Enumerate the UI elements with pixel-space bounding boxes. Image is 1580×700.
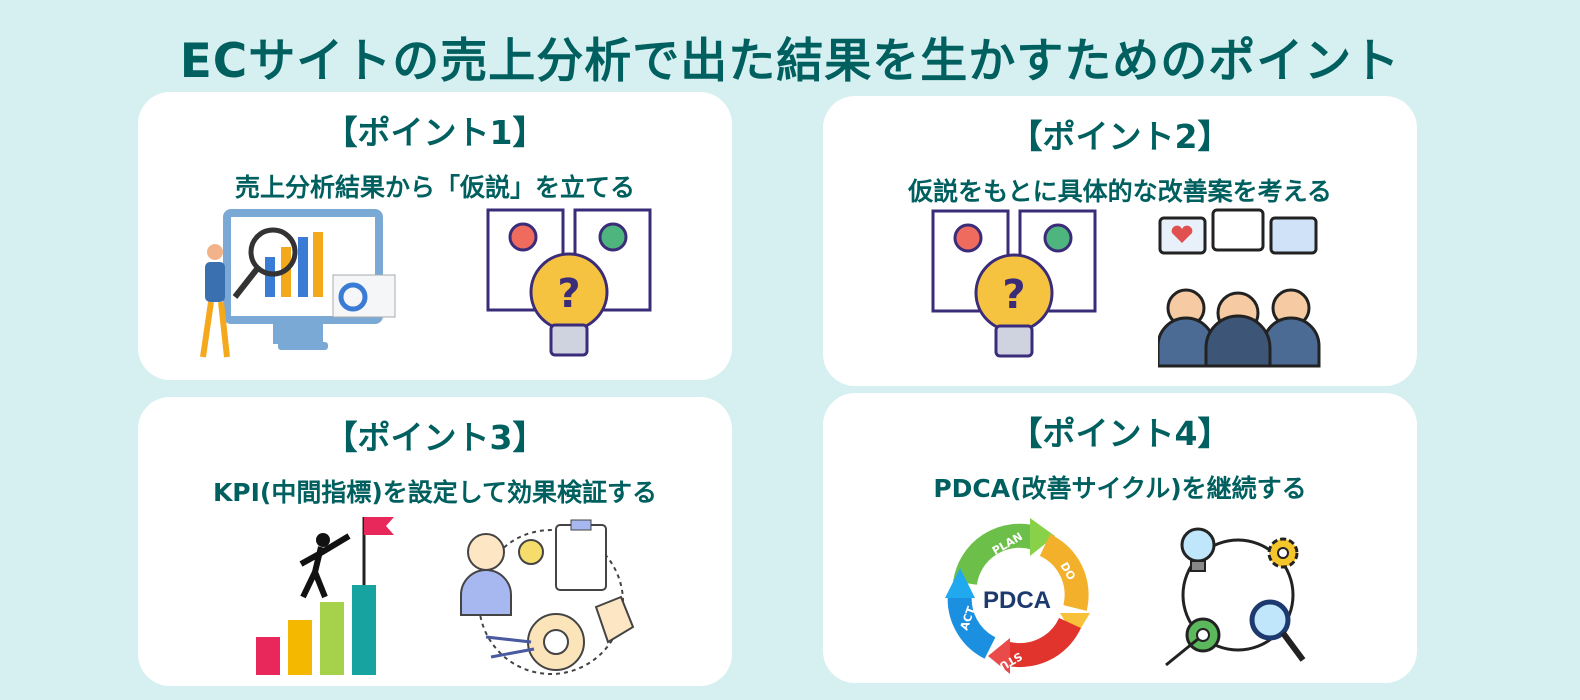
analysis-monitor-illustration (200, 209, 396, 358)
pdca-center-label: PDCA (983, 587, 1051, 614)
point-label: 【ポイント2】 (1009, 117, 1231, 156)
pdca-cycle-diagram: PDCA PLAN DO STUDY ACT (945, 518, 1090, 678)
svg-text:?: ? (557, 271, 580, 317)
point-text: KPI(中間指標)を設定して効果検証する (212, 478, 658, 507)
svg-text:?: ? (1002, 272, 1025, 318)
point-label: 【ポイント1】 (324, 113, 546, 152)
kpi-verification-icon (460, 519, 635, 675)
page-title: ECサイトの売上分析で出た結果を生かすためのポイント (179, 34, 1401, 89)
point-card-4: 【ポイント4】 PDCA(改善サイクル)を継続する PDCA PLAN DO S… (823, 393, 1417, 683)
kpi-growth-chart-icon (256, 517, 394, 675)
point-card-3: 【ポイント3】 KPI(中間指標)を設定して効果検証する (138, 397, 732, 686)
hypothesis-bulb-icon: ? (486, 208, 652, 357)
point-card-1: 【ポイント1】 売上分析結果から「仮説」を立てる ? (138, 92, 732, 380)
point-text: PDCA(改善サイクル)を継続する (933, 474, 1307, 503)
point-label: 【ポイント4】 (1009, 414, 1231, 453)
point-card-2: 【ポイント2】 仮説をもとに具体的な改善案を考える ? (823, 96, 1417, 386)
point-text: 売上分析結果から「仮説」を立てる (234, 173, 635, 202)
improvement-cycle-icon (1165, 527, 1306, 667)
team-discussion-icon (1158, 208, 1321, 368)
hypothesis-bulb-icon: ? (931, 209, 1097, 358)
point-text: 仮説をもとに具体的な改善案を考える (908, 177, 1332, 206)
point-label: 【ポイント3】 (324, 418, 546, 457)
